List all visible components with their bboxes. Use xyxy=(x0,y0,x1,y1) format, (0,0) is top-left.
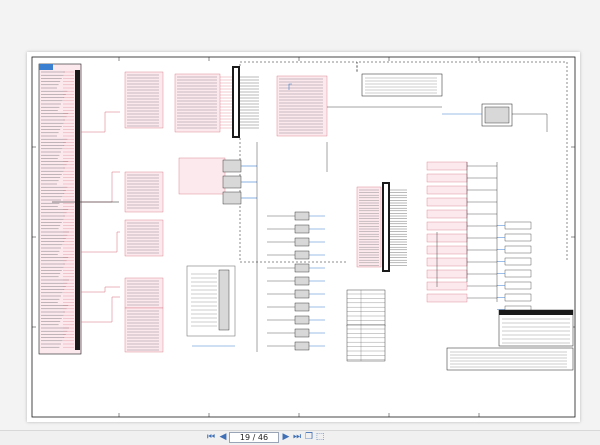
switch-connector xyxy=(294,276,310,286)
connector-block xyxy=(504,269,532,278)
connector-block xyxy=(426,281,468,291)
bottom-left-module xyxy=(186,265,236,347)
next-page-icon[interactable]: ▶ xyxy=(282,432,290,442)
legend-table-1 xyxy=(346,289,386,327)
connector-block xyxy=(426,221,468,231)
central-connector xyxy=(356,182,407,272)
last-page-icon[interactable]: ⏭ xyxy=(292,432,302,442)
connector-block xyxy=(426,269,468,279)
connector-block xyxy=(504,221,532,230)
prev-page-icon[interactable]: ◀ xyxy=(219,432,227,442)
connector-block xyxy=(426,233,468,243)
connector-block xyxy=(426,185,468,195)
left-harness-wires xyxy=(81,111,120,323)
switch-connector xyxy=(294,341,310,351)
switch-connector xyxy=(294,250,310,260)
connector-block xyxy=(426,161,468,171)
switch-connector xyxy=(294,224,310,234)
connector-block xyxy=(504,233,532,242)
right-module xyxy=(442,103,548,132)
zoom-control[interactable] xyxy=(570,433,592,443)
connector-block xyxy=(426,209,468,219)
left-pin-lines xyxy=(41,71,74,348)
switch-connector xyxy=(294,211,310,221)
connector-block xyxy=(426,197,468,207)
title-block xyxy=(446,309,574,371)
upper-connector-block xyxy=(174,66,259,138)
switch-connector xyxy=(294,289,310,299)
page-number-field[interactable]: 19 / 46 xyxy=(229,432,279,443)
routing-lines xyxy=(256,142,498,352)
connector-block xyxy=(504,281,532,290)
switch-connector xyxy=(294,315,310,325)
switch-connector xyxy=(294,237,310,247)
switch-connector xyxy=(294,302,310,312)
label-block xyxy=(124,307,164,353)
first-page-icon[interactable]: ⏮ xyxy=(206,432,216,442)
relay-block-center xyxy=(178,157,257,205)
page-indicator-text: 19 / 46 xyxy=(239,433,269,442)
fit-page-icon[interactable]: ⬚ xyxy=(315,432,325,442)
connector-block xyxy=(504,293,532,302)
page-navigation-bar: ⏮ ◀ 19 / 46 ▶ ⏭ ❐ ⬚ xyxy=(0,430,600,445)
copy-icon[interactable]: ❐ xyxy=(304,432,314,442)
upper-mid-block xyxy=(276,75,328,137)
connector-block xyxy=(504,245,532,254)
main-connector-left xyxy=(38,63,82,355)
switch-connector xyxy=(294,263,310,273)
label-block xyxy=(124,171,164,213)
label-block xyxy=(124,71,164,129)
connector-block xyxy=(426,293,468,303)
relay-label-blocks xyxy=(124,71,164,353)
connector-block xyxy=(426,173,468,183)
connector-block xyxy=(426,257,468,267)
schematic-page xyxy=(27,52,580,422)
document-viewport[interactable] xyxy=(0,0,600,430)
wiring-diagram xyxy=(31,56,576,418)
connector-block xyxy=(426,245,468,255)
switch-connector xyxy=(294,328,310,338)
legend-table-2 xyxy=(346,324,386,362)
right-connector-stack xyxy=(426,161,532,314)
top-right-panel xyxy=(327,73,443,108)
connector-block xyxy=(504,257,532,266)
switch-connectors xyxy=(267,211,325,351)
